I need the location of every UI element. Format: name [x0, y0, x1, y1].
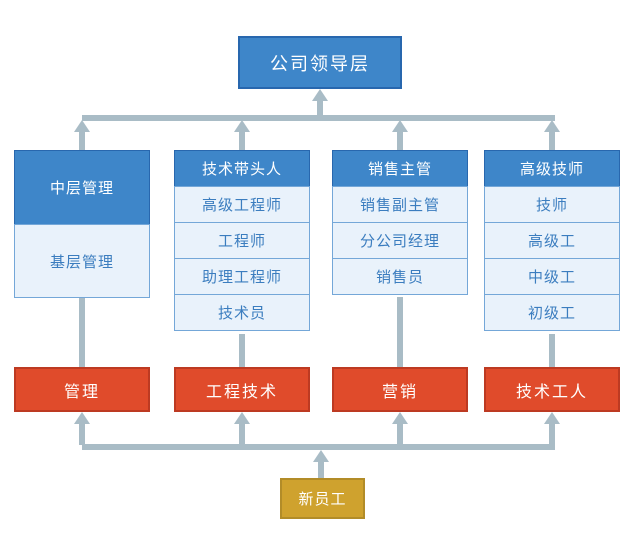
- column-management: 中层管理 基层管理: [14, 150, 150, 298]
- arrow-up-icon: [392, 120, 408, 132]
- column-cell: 销售副主管: [332, 186, 468, 223]
- trunk-arrow-shaft-top: [317, 99, 323, 118]
- column-cell: 中级工: [484, 258, 620, 295]
- column-header: 销售主管: [332, 150, 468, 187]
- column-cell: 销售员: [332, 258, 468, 295]
- arrow-up-icon: [312, 89, 328, 101]
- column-header: 中层管理: [14, 150, 150, 225]
- column-link-2: [239, 334, 245, 368]
- track-box-engineering: 工程技术: [174, 367, 310, 412]
- column-engineering: 技术带头人 高级工程师 工程师 助理工程师 技术员: [174, 150, 310, 331]
- column-header: 技术带头人: [174, 150, 310, 187]
- column-cell: 技师: [484, 186, 620, 223]
- arrow-up-icon: [74, 120, 90, 132]
- new-employee-box: 新员工: [280, 478, 365, 519]
- column-cell: 高级工: [484, 222, 620, 259]
- arrow-up-icon: [234, 412, 250, 424]
- column-link-1: [79, 297, 85, 368]
- arrow-up-icon: [544, 412, 560, 424]
- column-arrow-shaft-2: [239, 130, 245, 150]
- arrow-up-icon: [392, 412, 408, 424]
- track-arrow-shaft-3: [397, 422, 403, 445]
- column-cell: 初级工: [484, 294, 620, 331]
- track-arrow-shaft-4: [549, 422, 555, 445]
- track-box-technician: 技术工人: [484, 367, 620, 412]
- column-sales: 销售主管 销售副主管 分公司经理 销售员: [332, 150, 468, 295]
- leadership-box: 公司领导层: [238, 36, 402, 89]
- branch-line-top: [82, 115, 555, 121]
- column-cell: 工程师: [174, 222, 310, 259]
- track-box-marketing: 营销: [332, 367, 468, 412]
- entry-arrow-shaft: [318, 460, 324, 478]
- arrow-up-icon: [234, 120, 250, 132]
- column-cell: 分公司经理: [332, 222, 468, 259]
- arrow-up-icon: [544, 120, 560, 132]
- track-box-management: 管理: [14, 367, 150, 412]
- branch-line-bottom: [82, 444, 555, 450]
- column-cell: 基层管理: [14, 224, 150, 298]
- column-arrow-shaft-3: [397, 130, 403, 150]
- column-cell: 技术员: [174, 294, 310, 331]
- column-arrow-shaft-4: [549, 130, 555, 150]
- column-link-4: [549, 334, 555, 368]
- track-arrow-shaft-2: [239, 422, 245, 445]
- arrow-up-icon: [74, 412, 90, 424]
- arrow-up-icon: [313, 450, 329, 462]
- column-link-3: [397, 297, 403, 368]
- column-header: 高级技师: [484, 150, 620, 187]
- column-arrow-shaft-1: [79, 130, 85, 150]
- column-cell: 高级工程师: [174, 186, 310, 223]
- column-technician: 高级技师 技师 高级工 中级工 初级工: [484, 150, 620, 331]
- column-cell: 助理工程师: [174, 258, 310, 295]
- track-arrow-shaft-1: [79, 422, 85, 445]
